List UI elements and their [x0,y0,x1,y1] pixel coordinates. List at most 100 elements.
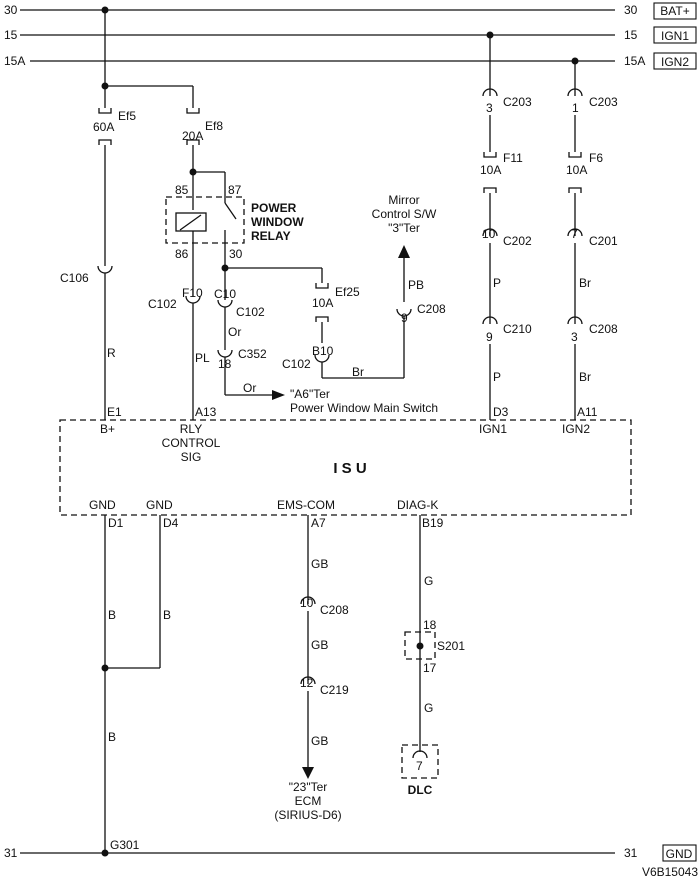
wire-color-br-2: Br [579,276,591,290]
pwms-ter: "A6"Ter [290,387,330,401]
connector-c106-label: C106 [60,271,89,285]
fuse-ef8: Ef8 20A [182,108,223,145]
ground-g301: G301 [110,838,140,852]
mirror-line-3: "3"Ter [388,221,420,235]
rail-gnd-left: 31 [4,846,18,860]
connector-dlc: 7 DLC [401,744,439,797]
isu-label-control: CONTROL [162,436,221,450]
connector-c352-label: C352 [238,347,267,361]
rail-ign1-left: 15 [4,28,18,42]
wire-color-gb-2: GB [311,638,328,652]
rail-ign2-right: 15A [624,54,645,68]
wire-color-br-1: Br [352,365,364,379]
connector-c102-c10-pin: C10 [214,287,236,301]
isu-label-ign1: IGN1 [479,422,507,436]
rail-gnd-right: 31 [624,846,638,860]
isu-label-ign2: IGN2 [562,422,590,436]
connector-c210-pin: 9 [486,330,493,344]
rail-bat-left: 30 [4,3,18,17]
rail-ign1: 15 15 IGN1 [4,26,697,44]
connector-c203-b-pin: 1 [572,101,579,115]
connector-c102-f10: F10 C102 [148,286,203,311]
connector-c102-c10: C10 C102 [214,287,265,319]
ecm-name: ECM [295,794,322,808]
splice-s201-label: S201 [437,639,465,653]
arrow-down-icon [302,767,314,779]
rail-ign2-box: IGN2 [661,55,689,69]
mirror-line-1: Mirror [388,193,419,207]
fuse-f6: F6 10A [566,151,603,193]
wire-color-gb-1: GB [311,557,328,571]
connector-c102-b10-label: C102 [282,357,311,371]
arrow-up-icon [398,245,410,258]
isu-pin-d3: D3 [493,405,509,419]
fuse-f11: F11 10A [480,151,523,193]
connector-c203-b-label: C203 [589,95,618,109]
connector-c208-br-label: C208 [589,322,618,336]
wire-color-b-3: B [108,730,116,744]
rail-bat-box: BAT+ [660,4,689,18]
isu-pin-b19: B19 [422,516,444,530]
connector-c203-a: 3 C203 [482,88,532,115]
connector-c208-gb-label: C208 [320,603,349,617]
rail-gnd-box: GND [666,847,693,861]
fuse-ef25-name: Ef25 [335,285,360,299]
wire-color-br-3: Br [579,370,591,384]
rail-ign2-left: 15A [4,54,25,68]
relay-title-1: POWER [251,201,297,215]
isu-label-rly: RLY [180,422,202,436]
rail-ign1-box: IGN1 [661,29,689,43]
connector-dlc-label: DLC [408,783,433,797]
connector-c210: 9 C210 [482,316,532,344]
isu-pin-a11: A11 [577,405,598,419]
isu-pin-d4: D4 [163,516,179,530]
isu-label-sig: SIG [181,450,202,464]
connector-c210-label: C210 [503,322,532,336]
rail-bat: 30 30 BAT+ [4,2,697,20]
connector-c201-label: C201 [589,234,618,248]
wire-color-r: R [107,346,116,360]
connector-c208-pb-pin: 9 [401,311,408,325]
relay-pin-30: 30 [229,247,243,261]
connector-c208-pb-label: C208 [417,302,446,316]
wire-color-or-2: Or [243,381,256,395]
fuse-ef8-name: Ef8 [205,119,223,133]
isu-label-diag-k: DIAG-K [397,498,438,512]
connector-c208-pb: 9 C208 [396,302,446,325]
ecm-ter: "23"Ter [289,780,328,794]
isu-label-gnd-1: GND [89,498,116,512]
fuse-ef8-rating: 20A [182,129,203,143]
fuse-f11-rating: 10A [480,163,501,177]
connector-c219-label: C219 [320,683,349,697]
wire-color-p-1: P [493,276,501,290]
isu-label-ems-com: EMS-COM [277,498,335,512]
splice-s201-pin-top: 18 [423,618,437,632]
wire-color-b-1: B [108,608,116,622]
rail-bat-right: 30 [624,3,638,17]
connector-c202: 10 C202 [482,227,532,248]
connector-c219: 12 C219 [300,676,349,697]
relay-title-3: RELAY [251,229,291,243]
arrow-right-icon [272,390,285,400]
pwms-name: Power Window Main Switch [290,401,438,415]
fuse-ef5: Ef5 60A [93,108,136,145]
rail-ign2: 15A 15A IGN2 [4,52,697,70]
relay-title-2: WINDOW [251,215,304,229]
wire-color-gb-3: GB [311,734,328,748]
isu-label-b-plus: B+ [100,422,115,436]
fuse-ef5-rating: 60A [93,120,114,134]
connector-c201-pin: 7 [571,227,578,241]
mirror-line-2: Control S/W [372,207,437,221]
relay-pin-87: 87 [228,183,242,197]
wire-color-g-1: G [424,574,433,588]
fuse-f6-rating: 10A [566,163,587,177]
connector-c219-pin: 12 [300,676,314,690]
connector-dlc-pin: 7 [416,759,423,773]
connector-c208-br-pin: 3 [571,330,578,344]
isu-module: I S U E1 B+ A13 RLY CONTROL SIG D3 IGN1 … [59,405,632,530]
relay-coil-icon [175,212,207,232]
isu-pin-e1: E1 [107,405,122,419]
connector-c102-b10-pin: B10 [312,344,334,358]
relay-pin-86: 86 [175,247,189,261]
fuse-ef25-rating: 10A [312,296,333,310]
